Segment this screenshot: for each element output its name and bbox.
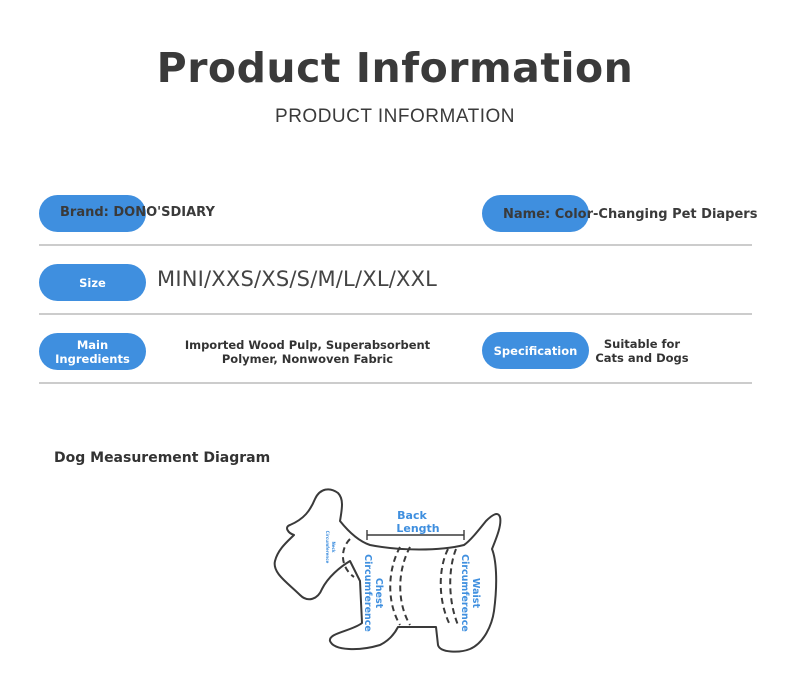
ingredients-label-line2: Ingredients [55,351,130,366]
waist-measure-curve-right [449,548,459,626]
divider-2 [39,313,752,315]
name-label: Name: Color-Changing Pet Diapers [503,207,758,222]
size-pill: Size [39,264,146,301]
ingredients-value-line1: Imported Wood Pulp, Superabsorbent [184,338,431,352]
ingredients-value: Imported Wood Pulp, Superabsorbent Polym… [180,338,435,366]
diagram-title: Dog Measurement Diagram [54,450,271,466]
name-pill [482,195,589,232]
spec-value-line1: Suitable for [603,337,681,351]
size-value: MINI/XXS/XS/S/M/L/XL/XXL [157,267,438,291]
spec-pill: Specification [482,332,589,369]
dog-outline [273,488,502,653]
back-length-label-line2: Length [396,522,439,535]
neck-measure-curve [342,538,355,578]
back-length-label-line1: Back [397,509,427,522]
neck-label-line2: Circumference [325,531,330,564]
waist-label-line1: Waist [470,578,481,608]
page-subtitle: PRODUCT INFORMATION [275,106,515,127]
divider-1 [39,244,752,246]
ingredients-value-line2: Polymer, Nonwoven Fabric [221,352,394,366]
neck-label-line1: Neck [331,541,336,552]
chest-measure-curve-right [399,546,411,626]
divider-3 [39,382,752,384]
brand-label: Brand: DONO'SDIARY [60,205,215,220]
spec-value: Suitable for Cats and Dogs [592,337,692,365]
brand-pill [39,195,146,232]
waist-measure-curve-left [439,548,451,626]
spec-value-line2: Cats and Dogs [595,351,689,365]
dog-diagram: Back Length Neck Circumference Chest Cir… [273,488,502,653]
chest-measure-curve-left [389,546,401,626]
spec-label: Specification [493,343,578,358]
ingredients-pill: Main Ingredients [39,333,146,370]
chest-label-line1: Chest [373,578,384,609]
waist-label-line2: Circumference [459,554,470,632]
chest-label-line2: Circumference [362,554,373,632]
size-label: Size [79,275,106,290]
page-title: Product Information [156,44,634,92]
ingredients-label-line1: Main [76,337,109,352]
